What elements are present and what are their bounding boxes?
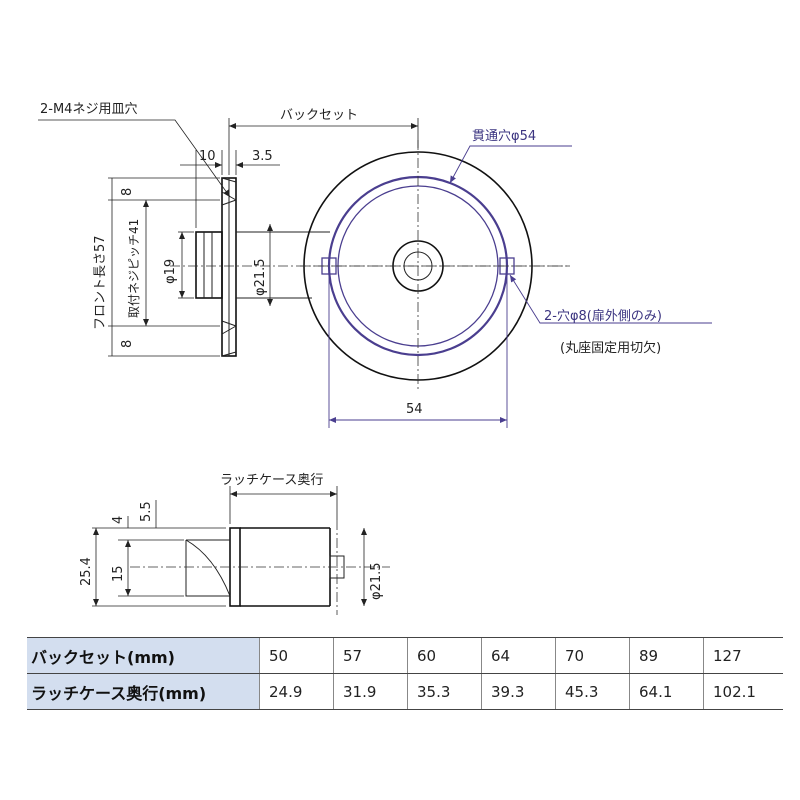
row-header-backset: バックセット(mm) — [27, 637, 260, 674]
label-dia-21-5-bottom: φ21.5 — [369, 562, 384, 600]
table-cell: 31.9 — [333, 673, 408, 710]
table-cell: 35.3 — [407, 673, 482, 710]
table-row-backset: バックセット(mm) 50 57 60 64 70 89 127 — [27, 637, 783, 674]
table-cell: 45.3 — [555, 673, 630, 710]
label-screw-pitch: 取付ネジピッチ41 — [127, 219, 141, 318]
label-backset: バックセット — [280, 108, 358, 123]
table-cell: 24.9 — [259, 673, 334, 710]
table-cell: 102.1 — [703, 673, 783, 710]
table-cell: 64 — [481, 637, 556, 674]
table-cell: 89 — [629, 637, 704, 674]
label-latch-depth: ラッチケース奥行 — [220, 473, 323, 488]
label-dim-10: 10 — [199, 149, 216, 164]
label-round-seat: (丸座固定用切欠) — [560, 340, 661, 356]
table-cell: 50 — [259, 637, 334, 674]
table-cell: 39.3 — [481, 673, 556, 710]
label-dim-8-bottom: 8 — [120, 340, 135, 348]
label-screw-hole: 2-M4ネジ用皿穴 — [40, 102, 137, 117]
label-through-hole: 貫通穴φ54 — [472, 129, 536, 144]
latch-side-view — [92, 486, 390, 615]
table-cell: 64.1 — [629, 673, 704, 710]
table-cell: 57 — [333, 637, 408, 674]
table-cell: 60 — [407, 637, 482, 674]
label-dim-4: 4 — [111, 516, 126, 524]
row-header-latch-depth: ラッチケース奥行(mm) — [27, 673, 260, 710]
front-view-rosette — [228, 118, 712, 428]
table-cell: 70 — [555, 637, 630, 674]
label-dia-19: φ19 — [163, 259, 178, 284]
side-view-front — [38, 119, 570, 357]
label-dim-3-5: 3.5 — [252, 149, 273, 164]
label-dim-54: 54 — [406, 402, 423, 417]
label-dim-15: 15 — [111, 565, 126, 582]
table-cell: 127 — [703, 637, 783, 674]
label-dim-25-4: 25.4 — [79, 557, 94, 586]
label-dim-8-top: 8 — [120, 188, 135, 196]
spec-table: バックセット(mm) 50 57 60 64 70 89 127 ラッチケース奥… — [27, 637, 783, 710]
label-front-length: フロント長さ57 — [93, 235, 108, 330]
label-holes-8: 2-穴φ8(扉外側のみ) — [544, 308, 662, 324]
label-dim-5-5: 5.5 — [139, 501, 154, 522]
table-row-latch-depth: ラッチケース奥行(mm) 24.9 31.9 35.3 39.3 45.3 64… — [27, 673, 783, 710]
label-dia-21-5-top: φ21.5 — [253, 258, 268, 296]
